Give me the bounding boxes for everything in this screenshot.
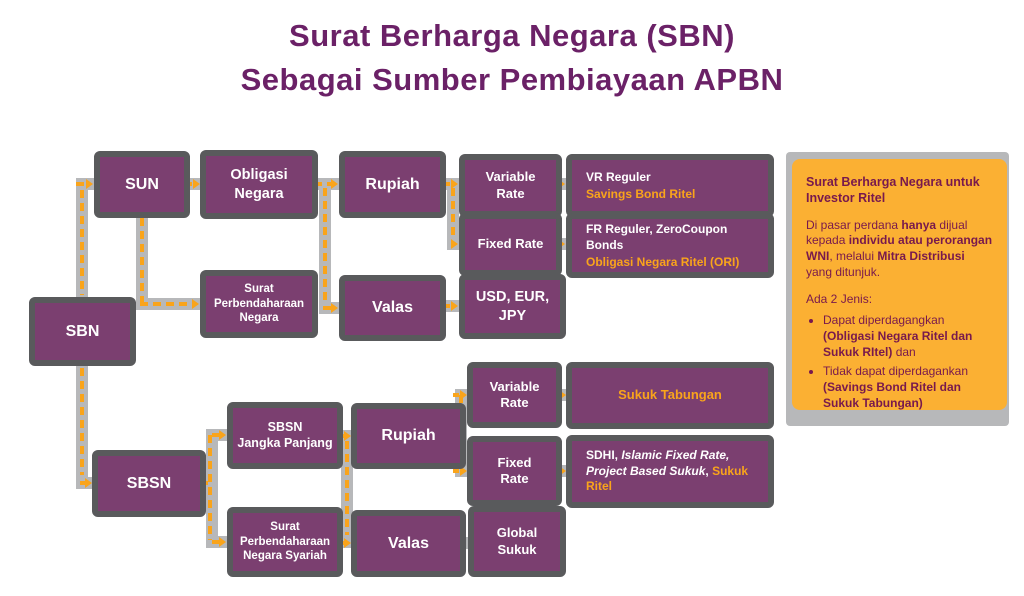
flow-dash xyxy=(323,188,327,302)
flow-dash xyxy=(323,306,332,310)
arrowhead-icon xyxy=(451,179,458,189)
node-global-sukuk: Global Sukuk xyxy=(468,506,566,577)
flow-dash xyxy=(140,218,144,302)
info-panel-paragraph: Di pasar perdana hanya dijual kepada ind… xyxy=(806,217,993,280)
arrowhead-icon xyxy=(344,538,351,548)
node-rupiah-bottom: Rupiah xyxy=(351,403,466,469)
bullet-item: Dapat diperdagangkan (Obligasi Negara Ri… xyxy=(823,313,993,361)
arrowhead-icon xyxy=(451,301,458,311)
node-valas-bottom: Valas xyxy=(351,510,466,577)
node-sbsn: SBSN xyxy=(92,450,206,517)
node-obligasi-negara: Obligasi Negara xyxy=(200,150,318,219)
arrowhead-icon xyxy=(193,179,200,189)
info-panel: Surat Berharga Negara untuk Investor Rit… xyxy=(792,159,1007,410)
arrowhead-icon xyxy=(344,431,351,441)
node-sbn: SBN xyxy=(29,297,136,366)
arrowhead-icon xyxy=(331,303,338,313)
node-variable-rate-top: Variable Rate xyxy=(459,154,562,217)
node-fixed-rate-bottom: Fixed Rate xyxy=(467,436,562,506)
node-sdhi: SDHI, Islamic Fixed Rate, Project Based … xyxy=(566,435,774,508)
info-panel-bullet-list: Dapat diperdagangkan (Obligasi Negara Ri… xyxy=(806,313,993,412)
flow-dash xyxy=(80,481,85,485)
arrowhead-icon xyxy=(86,179,93,189)
node-surat-perbendaharaan-negara: Surat Perbendaharaan Negara xyxy=(200,270,318,338)
page-title: Surat Berharga Negara (SBN) Sebagai Sumb… xyxy=(0,14,1024,102)
flow-dash xyxy=(453,393,459,397)
node-surat-perbendaharaan-negara-syariah: Surat Perbendaharaan Negara Syariah xyxy=(227,507,343,577)
info-panel-jenis-label: Ada 2 Jenis: xyxy=(806,292,873,307)
node-sukuk-tabungan: Sukuk Tabungan xyxy=(566,362,774,429)
info-panel-heading: Surat Berharga Negara untuk Investor Rit… xyxy=(806,175,980,206)
flow-dash xyxy=(80,368,84,475)
flow-dash xyxy=(442,304,451,308)
flow-dash xyxy=(212,433,219,437)
flow-dash xyxy=(314,182,331,186)
arrowhead-icon xyxy=(460,390,467,400)
arrowhead-icon xyxy=(219,430,226,440)
node-usd-eur-jpy: USD, EUR, JPY xyxy=(459,274,566,339)
node-vr-reguler: VR Reguler Savings Bond Ritel xyxy=(566,154,774,217)
flow-dash xyxy=(80,190,84,295)
title-line-2: Sebagai Sumber Pembiayaan APBN xyxy=(240,62,784,97)
arrowhead-icon xyxy=(460,466,467,476)
node-variable-rate-bottom: Variable Rate xyxy=(467,362,562,428)
node-fixed-rate-top: Fixed Rate xyxy=(459,213,562,276)
arrowhead-icon xyxy=(85,478,92,488)
flow-dash xyxy=(212,540,219,544)
flow-dash xyxy=(442,182,451,186)
node-valas-top: Valas xyxy=(339,275,446,341)
bullet-item: Tidak dapat diperdagankan (Savings Bond … xyxy=(823,364,993,412)
node-rupiah-top: Rupiah xyxy=(339,151,446,218)
arrowhead-icon xyxy=(559,466,566,476)
arrowhead-icon xyxy=(192,299,199,309)
arrowhead-icon xyxy=(559,390,566,400)
flow-dash xyxy=(76,182,85,186)
flow-dash xyxy=(451,188,455,240)
flow-dash xyxy=(345,441,349,535)
arrowhead-icon xyxy=(219,537,226,547)
flow-dash xyxy=(208,435,212,540)
node-fr-reguler: FR Reguler, ZeroCoupon Bonds Obligasi Ne… xyxy=(566,213,774,278)
arrowhead-icon xyxy=(451,239,458,249)
title-line-1: Surat Berharga Negara (SBN) xyxy=(289,18,735,53)
arrowhead-icon xyxy=(331,179,338,189)
node-sbsn-jangka-panjang: SBSN Jangka Panjang xyxy=(227,402,343,469)
flow-dash xyxy=(453,469,459,473)
node-sun: SUN xyxy=(94,151,190,218)
flow-dash xyxy=(140,302,191,306)
